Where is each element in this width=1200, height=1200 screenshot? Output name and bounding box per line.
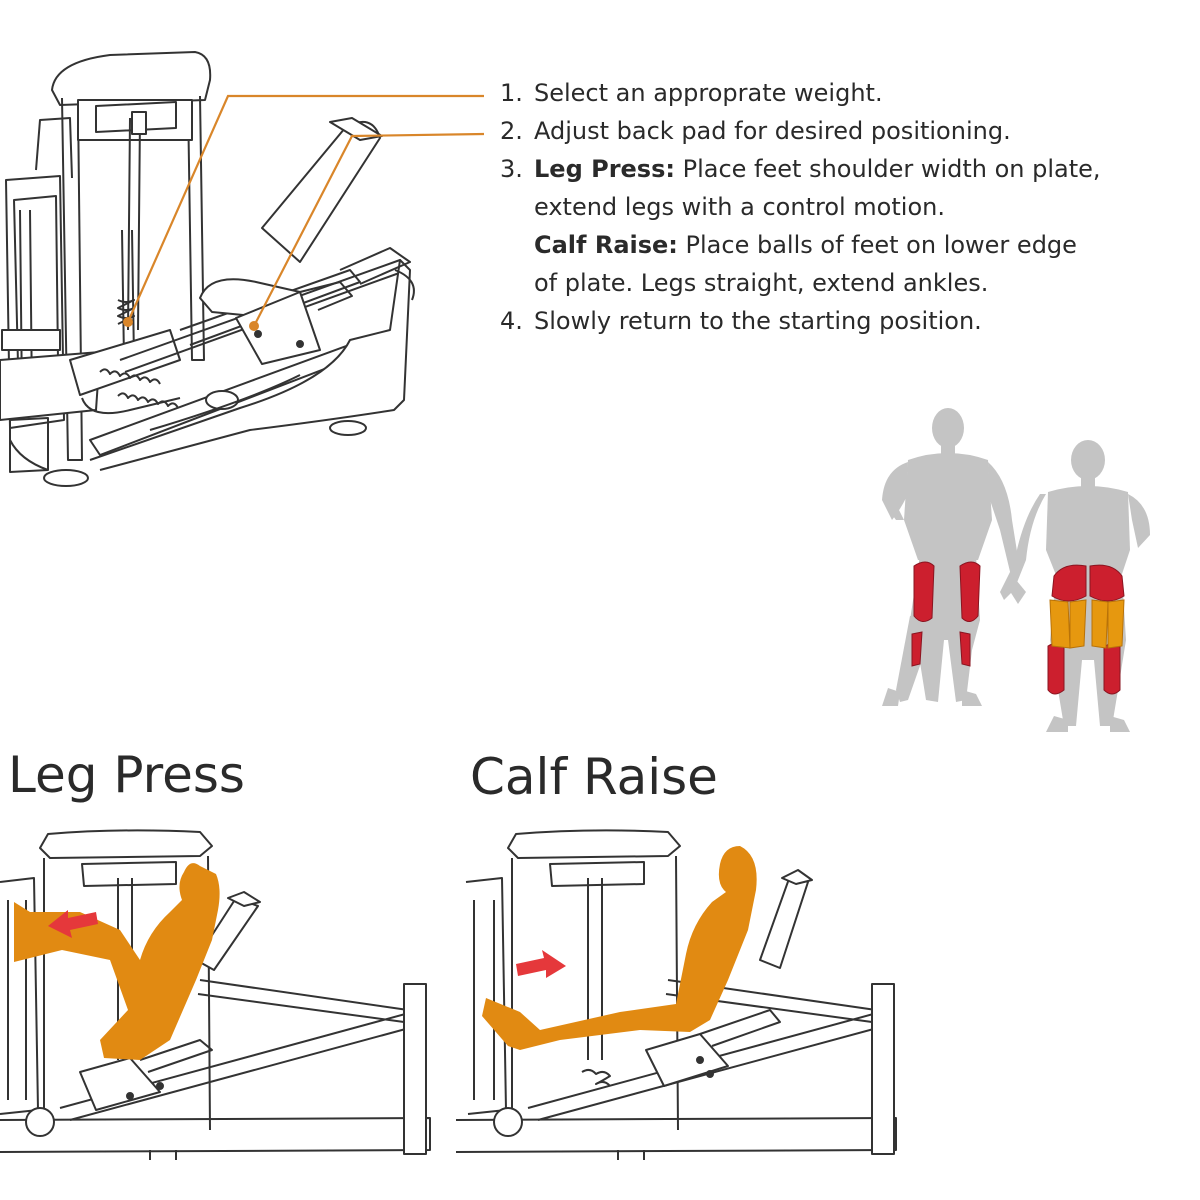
callout-dot-2 [249, 321, 259, 331]
instruction-3: 3. Leg Press: Place feet shoulder width … [500, 150, 1190, 302]
leg-press-machine-drawing [0, 51, 415, 487]
instruction-number: 3. [500, 155, 523, 183]
calf-raise-body [482, 846, 757, 1050]
instruction-text: Adjust back pad for desired positioning. [534, 117, 1011, 145]
instruction-number: 4. [500, 307, 523, 335]
muscle-chart-front [882, 408, 1026, 706]
leg-press-heading: Leg Press [8, 746, 245, 804]
leg-press-illustration [0, 829, 431, 1160]
instruction-sub-bold-label: Calf Raise: [534, 231, 678, 259]
instruction-number: 2. [500, 117, 523, 145]
instruction-sub-text: Place balls of feet on lower edge [677, 231, 1077, 259]
instruction-text: Place feet shoulder width on plate, [674, 155, 1101, 183]
direction-arrow-left [48, 910, 98, 938]
calf-raise-heading: Calf Raise [470, 748, 718, 806]
muscle-chart-back [1000, 440, 1150, 732]
instruction-4: 4. Slowly return to the starting positio… [500, 302, 1190, 340]
instruction-number: 1. [500, 79, 523, 107]
instruction-continuation: extend legs with a control motion. [534, 193, 945, 221]
instruction-sub-continuation: of plate. Legs straight, extend ankles. [534, 269, 989, 297]
instructions-list: 1. Select an approprate weight. 2. Adjus… [500, 74, 1190, 340]
instruction-2: 2. Adjust back pad for desired positioni… [500, 112, 1190, 150]
direction-arrow-right [516, 950, 566, 978]
callout-dot-1 [123, 317, 133, 327]
calf-raise-illustration [455, 829, 897, 1160]
instruction-bold-label: Leg Press: [534, 155, 675, 183]
instruction-text: Select an approprate weight. [534, 79, 883, 107]
instruction-1: 1. Select an approprate weight. [500, 74, 1190, 112]
callout-lines [126, 94, 485, 327]
instruction-text: Slowly return to the starting position. [534, 307, 982, 335]
